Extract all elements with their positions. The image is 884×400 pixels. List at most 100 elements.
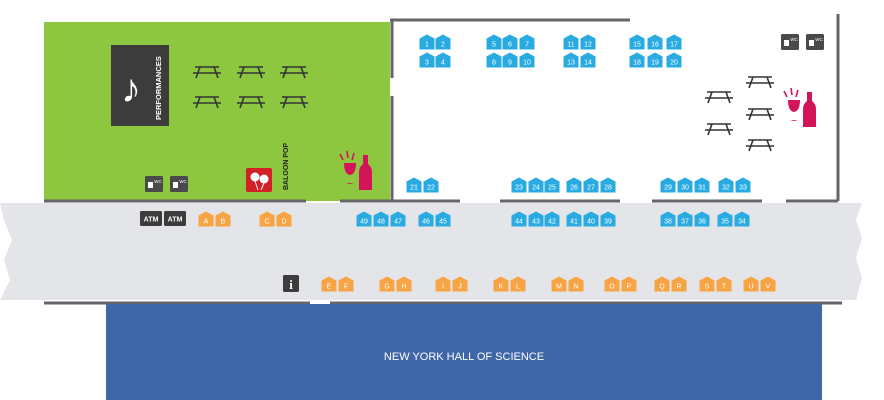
- booth-29: 29: [660, 177, 676, 193]
- booth-40: 40: [583, 211, 599, 227]
- booth-label: T: [722, 284, 727, 291]
- booth-g: G: [379, 276, 395, 292]
- booth-label: J: [458, 284, 462, 291]
- booth-label: 20: [670, 60, 678, 67]
- booth-37: 37: [677, 211, 693, 227]
- booth-17: 17: [666, 34, 682, 50]
- booth-label: O: [609, 284, 615, 291]
- booth-label: 19: [651, 60, 659, 67]
- picnic-table-icon: [193, 66, 221, 79]
- booth-27: 27: [583, 177, 599, 193]
- booth-label: 25: [548, 185, 556, 192]
- booth-q: Q: [654, 276, 670, 292]
- booth-label: P: [627, 284, 632, 291]
- hall-label: NEW YORK HALL OF SCIENCE: [384, 351, 544, 363]
- booth-label: S: [705, 284, 710, 291]
- picnic-table-icon: [280, 96, 308, 109]
- booth-label: 37: [681, 219, 689, 226]
- atm-label: ATM: [168, 217, 183, 224]
- booth-21: 21: [406, 177, 422, 193]
- booth-label: 38: [664, 219, 672, 226]
- balloon-pop: BALOON POP: [246, 143, 290, 192]
- booth-label: 6: [508, 42, 512, 49]
- booth-label: 12: [584, 42, 592, 49]
- booth-48: 48: [373, 211, 389, 227]
- booth-24: 24: [528, 177, 544, 193]
- booth-label: 49: [360, 219, 368, 226]
- booth-36: 36: [694, 211, 710, 227]
- booth-label: 40: [587, 219, 595, 226]
- picnic-table-icon: [280, 66, 308, 79]
- booth-19: 19: [647, 52, 663, 68]
- booth-43: 43: [528, 211, 544, 227]
- atm-icon: ATM: [140, 211, 162, 226]
- booth-label: 15: [633, 42, 641, 49]
- booth-c: C: [259, 211, 275, 227]
- booth-label: 17: [670, 42, 678, 49]
- booth-4: 4: [435, 52, 451, 68]
- booth-31: 31: [694, 177, 710, 193]
- atm-icon: ATM: [164, 211, 186, 226]
- booth-label: N: [573, 284, 578, 291]
- booth-7: 7: [519, 34, 535, 50]
- hall-building: [106, 304, 822, 400]
- booth-d: D: [276, 211, 292, 227]
- booth-label: 46: [422, 219, 430, 226]
- restroom-icon: WC: [806, 34, 824, 50]
- booth-label: 8: [492, 60, 496, 67]
- booth-label: 14: [584, 60, 592, 67]
- wine-icon: [783, 87, 816, 127]
- walls: [44, 14, 842, 305]
- picnic-table-icon: [746, 108, 774, 121]
- walkway: [0, 203, 862, 300]
- booth-label: 44: [515, 219, 523, 226]
- booth-label: 16: [651, 42, 659, 49]
- booth-h: H: [396, 276, 412, 292]
- booth-13: 13: [563, 52, 579, 68]
- booth-label: 21: [410, 185, 418, 192]
- booth-p: P: [621, 276, 637, 292]
- booth-33: 33: [735, 177, 751, 193]
- performances-label: PERFORMANCES: [154, 56, 163, 120]
- booth-o: O: [604, 276, 620, 292]
- booth-14: 14: [580, 52, 596, 68]
- booth-12: 12: [580, 34, 596, 50]
- booth-38: 38: [660, 211, 676, 227]
- picnic-table-icon: [193, 96, 221, 109]
- booth-25: 25: [544, 177, 560, 193]
- booth-label: V: [766, 284, 771, 291]
- booth-u: U: [743, 276, 759, 292]
- booth-label: G: [384, 284, 389, 291]
- booth-20: 20: [666, 52, 682, 68]
- booth-label: 27: [587, 185, 595, 192]
- booth-28: 28: [600, 177, 616, 193]
- booth-label: U: [748, 284, 753, 291]
- picnic-table-icon: [746, 76, 774, 89]
- booth-45: 45: [435, 211, 451, 227]
- booth-i: I: [435, 276, 451, 292]
- booth-label: 9: [508, 60, 512, 67]
- booth-label: 48: [377, 219, 385, 226]
- booth-label: 13: [567, 60, 575, 67]
- booth-label: 11: [567, 42, 574, 49]
- booth-5: 5: [486, 34, 502, 50]
- booth-e: E: [321, 276, 337, 292]
- booth-b: B: [215, 211, 231, 227]
- booth-label: 29: [664, 185, 672, 192]
- booth-label: I: [442, 284, 444, 291]
- booth-label: M: [556, 284, 562, 291]
- booth-label: 5: [492, 42, 496, 49]
- booth-label: L: [516, 284, 520, 291]
- booth-label: 3: [425, 60, 429, 67]
- booth-label: 34: [738, 219, 746, 226]
- booth-v: V: [760, 276, 776, 292]
- booth-10: 10: [519, 52, 535, 68]
- booth-35: 35: [717, 211, 733, 227]
- booth-42: 42: [544, 211, 560, 227]
- booth-30: 30: [677, 177, 693, 193]
- booth-label: 26: [570, 185, 578, 192]
- booth-label: C: [264, 219, 269, 226]
- restroom-label: WC: [154, 179, 162, 184]
- picnic-table-icon: [705, 123, 733, 136]
